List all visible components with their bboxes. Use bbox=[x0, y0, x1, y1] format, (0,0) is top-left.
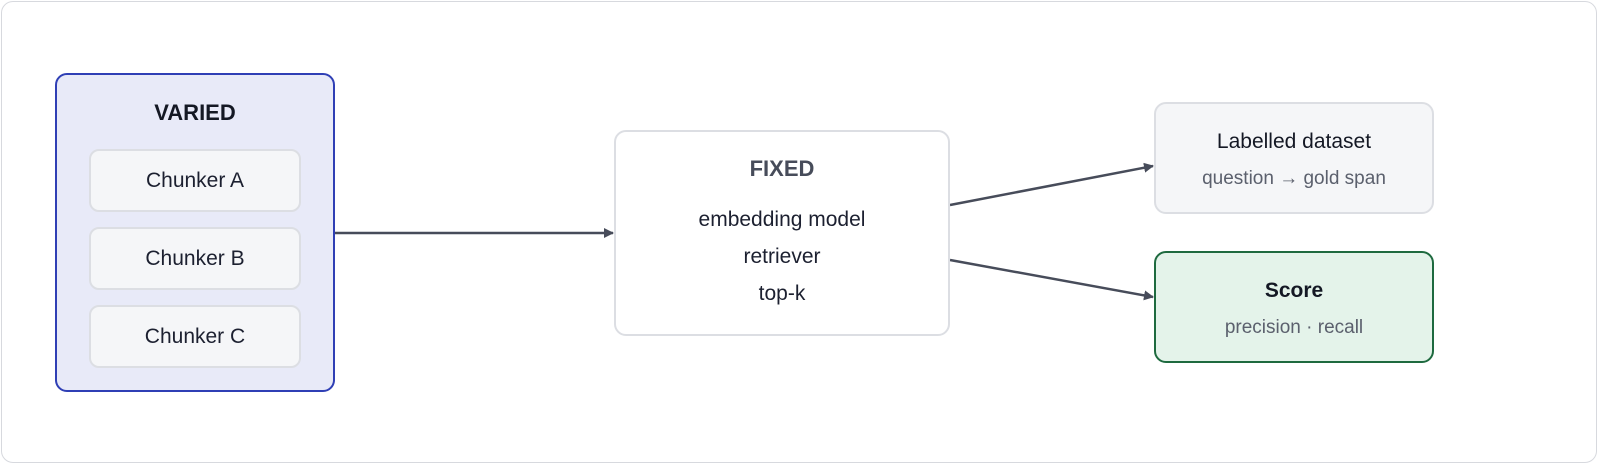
chunker-a-node: Chunker A bbox=[89, 149, 301, 212]
varied-title: VARIED bbox=[154, 100, 236, 125]
fixed-group bbox=[614, 130, 950, 336]
score-title: Score bbox=[1264, 279, 1324, 302]
fixed-item-top-k: top-k bbox=[758, 282, 806, 305]
fixed-item-retriever: retriever bbox=[743, 245, 821, 268]
labelled-dataset-node: Labelled dataset question → gold span bbox=[1154, 102, 1434, 214]
dataset-subtitle: question → gold span bbox=[1202, 168, 1386, 189]
dataset-title: Labelled dataset bbox=[1216, 130, 1372, 153]
chunker-b-node: Chunker B bbox=[89, 227, 301, 290]
fixed-item-embedding-model: embedding model bbox=[698, 208, 866, 231]
fixed-title: FIXED bbox=[749, 156, 815, 181]
score-subtitle: precision · recall bbox=[1224, 317, 1364, 338]
score-node: Score precision · recall bbox=[1154, 251, 1434, 363]
chunker-c-node: Chunker C bbox=[89, 305, 301, 368]
